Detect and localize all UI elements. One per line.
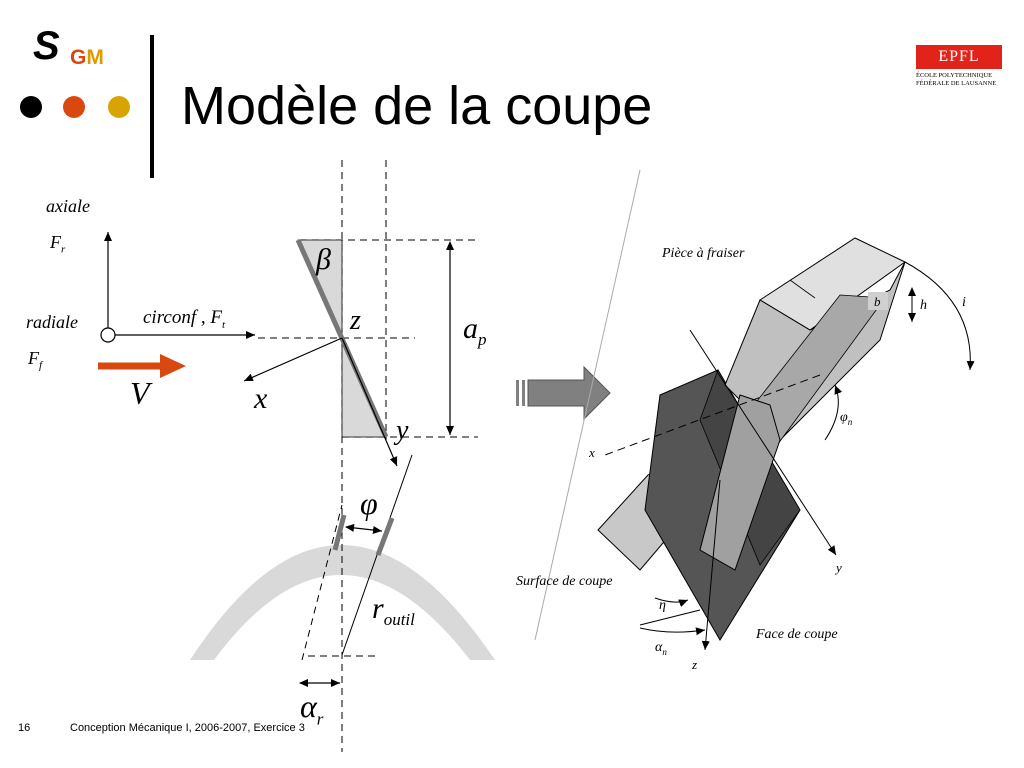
phi-mark-right [375,517,395,556]
label-radiale: radiale [26,312,78,332]
label-alpha-n: αn [655,640,667,657]
institution-logo: EPFL [916,45,1002,69]
label-b: b [874,294,881,309]
label-fr-sub: r [61,243,66,256]
velocity-arrow-head [160,354,186,378]
logo-s: S [33,24,60,68]
alpha-n-arc [639,627,706,636]
label-fr-main: F [50,232,61,252]
label-circonf: circonf , Ft [143,307,225,331]
institution-name: ÉCOLE POLYTECHNIQUE FÉDÉRALE DE LAUSANNE [916,72,996,88]
transition-arrow [527,365,611,421]
label-ff-main: F [28,348,39,368]
eta-arc [654,597,689,607]
label-beta: β [316,243,331,276]
surface-line [534,169,641,641]
x-arrow [243,337,343,382]
logo-g: G [70,46,87,69]
label-phi: φ [360,485,378,521]
label-piece: Pièce à fraiser [662,246,745,261]
logo-gm: GM [70,46,104,70]
label-r-outil: routil [372,592,415,630]
y-axis-right [689,329,837,556]
institution-line1: ÉCOLE POLYTECHNIQUE [916,72,993,79]
transition-arrow-bar2 [522,380,525,406]
label-z: z [350,305,361,336]
label-i: i [962,295,966,310]
label-alpha-n-main: α [655,640,663,655]
label-y-right: y [836,560,842,575]
label-r-main: r [372,592,384,625]
label-x-right: x [589,445,595,460]
tool-arc [190,545,495,660]
label-ff-sub: f [39,359,43,372]
y-arrow [341,337,398,467]
label-phi-n-sub: n [847,416,853,427]
label-ap-main: a [463,312,478,345]
i-arc [904,261,975,371]
label-z-right: z [692,657,698,672]
label-alpha-sub: r [316,709,324,729]
phi-mark-left [332,514,347,551]
label-alpha-r: αr [300,688,323,729]
logo-m: M [86,46,104,69]
label-alpha-n-sub: n [662,646,667,657]
label-y: y [396,415,409,446]
ref-line-1 [639,609,701,626]
phi-dimension [345,523,383,534]
label-ft-sub: t [221,318,226,331]
label-phi-n: φn [840,410,852,427]
logo-dot-black [20,96,42,118]
b-box [868,292,888,310]
logo-dot-yellow [108,96,130,118]
label-h: h [920,298,927,313]
label-phi-n-main: φ [840,410,848,425]
footer-text: Conception Mécanique I, 2006-2007, Exerc… [70,722,305,734]
piece-leader [789,279,816,299]
label-ff: Ff [28,348,42,372]
z-axis-right [701,479,721,651]
axis-origin [100,327,116,343]
logo-dot-red [63,96,85,118]
label-eta: η [659,598,666,613]
radius-line-left [341,454,413,656]
label-circonf-text: circonf , [143,307,206,328]
transition-arrow-bar1 [516,380,519,406]
label-fr: Fr [50,232,65,256]
phi-n-arc [824,384,843,441]
label-r-sub: outil [383,610,415,629]
institution-line2: FÉDÉRALE DE LAUSANNE [916,80,997,87]
label-surface-coupe: Surface de coupe [516,574,613,589]
page-title: Modèle de la coupe [181,76,653,136]
radius-dashed [301,504,343,661]
title-separator [150,35,154,178]
label-ap-sub: p [478,330,487,349]
label-alpha-main: α [300,688,317,724]
label-face-coupe: Face de coupe [756,627,838,642]
label-velocity: V [130,375,150,411]
page-number: 16 [18,722,31,734]
label-ap: ap [463,312,487,350]
label-x: x [254,382,268,415]
label-ft-main: F [210,307,222,328]
label-axiale: axiale [46,196,90,216]
